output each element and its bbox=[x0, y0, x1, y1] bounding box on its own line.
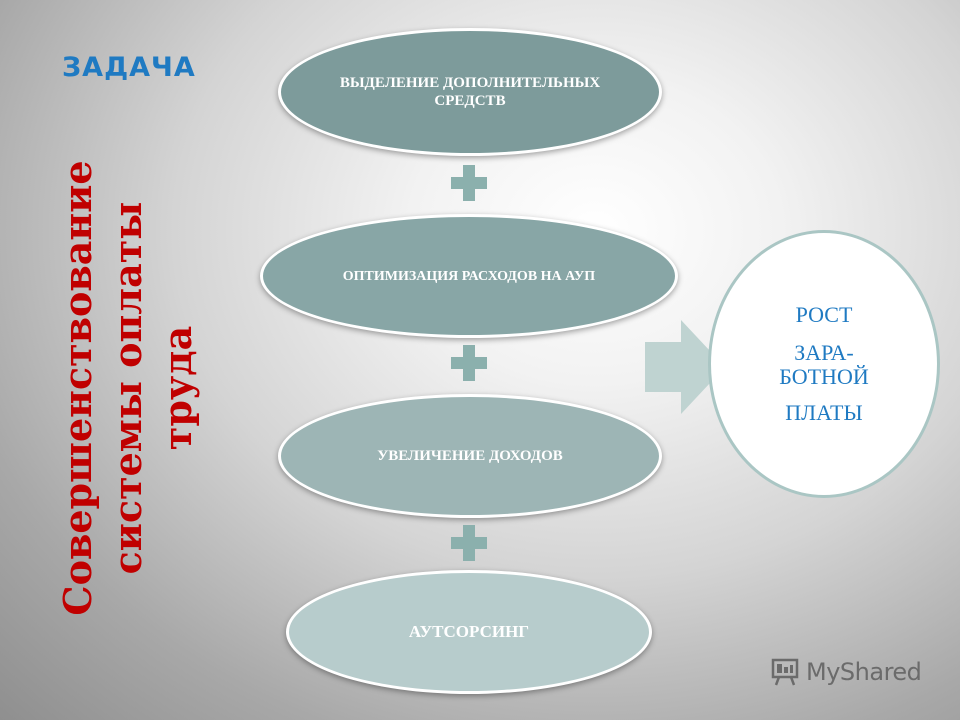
vertical-title-line: труда bbox=[155, 325, 200, 451]
arrow-right-icon bbox=[645, 320, 725, 414]
result-ellipse: РОСТ ЗАРА- БОТНОЙ ПЛАТЫ bbox=[708, 230, 940, 498]
task-label: ЗАДАЧА bbox=[62, 52, 196, 83]
result-line: БОТНОЙ bbox=[779, 364, 869, 389]
plus-icon bbox=[451, 525, 487, 561]
stack-ellipse-funds: ВЫДЕЛЕНИЕ ДОПОЛНИТЕЛЬНЫХ СРЕДСТВ bbox=[278, 28, 662, 156]
vertical-title-line: Совершенствование bbox=[55, 160, 100, 616]
result-line: РОСТ bbox=[795, 302, 853, 327]
stack-ellipse-label: ОПТИМИЗАЦИЯ РАСХОДОВ НА АУП bbox=[342, 268, 596, 284]
result-line: ПЛАТЫ bbox=[785, 400, 863, 425]
stack-ellipse-outsourcing: АУТСОРСИНГ bbox=[286, 570, 652, 694]
stack-ellipse-label: УВЕЛИЧЕНИЕ ДОХОДОВ bbox=[377, 448, 563, 464]
plus-icon bbox=[451, 345, 487, 381]
stack-ellipse-label: АУТСОРСИНГ bbox=[408, 622, 530, 641]
presentation-icon bbox=[771, 658, 799, 686]
stack-ellipse-label: ВЫДЕЛЕНИЕ ДОПОЛНИТЕЛЬНЫХ СРЕДСТВ bbox=[339, 75, 601, 109]
result-line: ЗАРА- bbox=[794, 340, 854, 365]
vertical-title-line: системы оплаты bbox=[105, 201, 150, 575]
plus-icon bbox=[451, 165, 487, 201]
stack-ellipse-revenue: УВЕЛИЧЕНИЕ ДОХОДОВ bbox=[278, 394, 662, 518]
vertical-title: Совершенствование системы оплаты труда bbox=[28, 88, 228, 688]
watermark-text: MyShared bbox=[806, 658, 922, 686]
watermark-logo: MyShared bbox=[770, 657, 922, 687]
stack-ellipse-optimization: ОПТИМИЗАЦИЯ РАСХОДОВ НА АУП bbox=[260, 214, 678, 338]
